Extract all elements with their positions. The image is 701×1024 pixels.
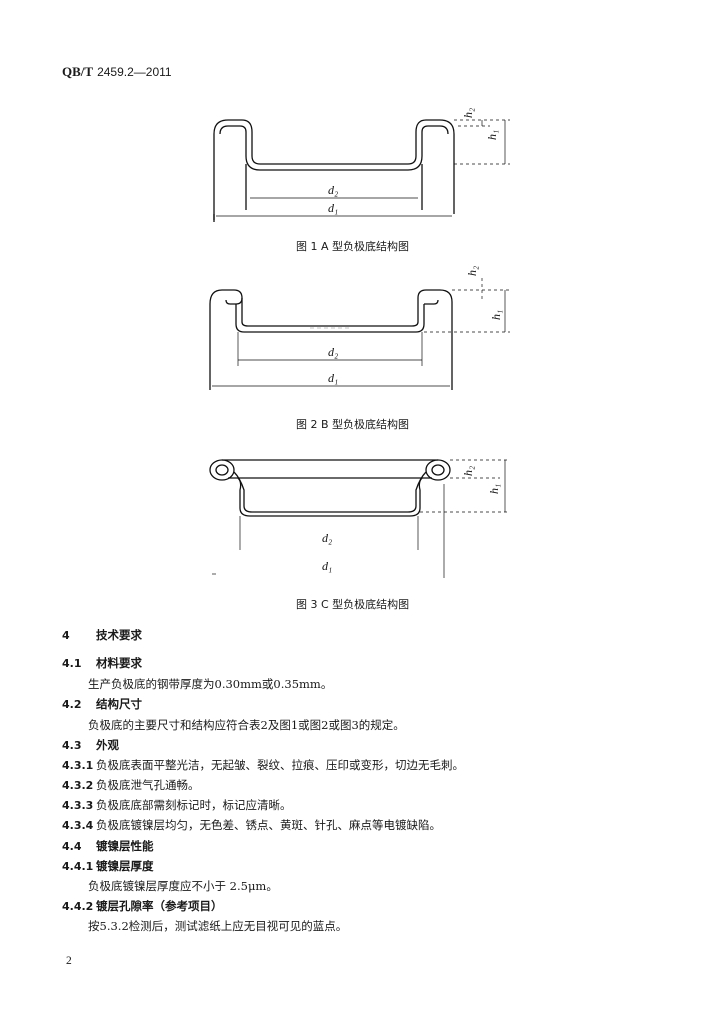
fig2-label-d1: d₁ <box>328 371 338 385</box>
item-text: 负极底表面平整光洁，无起皱、裂纹、拉痕、压印或变形，切边无毛刺。 <box>96 758 464 772</box>
section-number: 4.1 <box>62 657 82 670</box>
figure-2-drawing: d₂ d₁ h₂ h₁ <box>209 266 510 390</box>
fig3-label-h1: h₁ <box>487 484 501 494</box>
figure-1-drawing: d₂ d₁ h₂ h₁ <box>213 108 510 222</box>
item-number: 4.3.4 <box>62 819 94 832</box>
fig2-label-d2: d₂ <box>328 345 338 359</box>
figure-2-caption: 图 2 B 型负极底结构图 <box>296 418 410 431</box>
section-number: 4.4.1 <box>62 860 94 873</box>
figure-1-caption: 图 1 A 型负极底结构图 <box>296 240 410 253</box>
section-number: 4.4 <box>62 840 82 853</box>
section-4-heading: 4 技术要求 <box>62 627 142 643</box>
para-plating-thickness: 负极底镀镍层厚度应不小于 2.5μm。 <box>88 879 278 893</box>
section-number: 4.3 <box>62 739 82 752</box>
standard-prefix: QB/T <box>62 64 94 79</box>
standard-header: QB/T 2459.2—2011 <box>62 64 172 80</box>
section-title: 镀镍层厚度 <box>96 859 154 873</box>
fig3-label-h2: h₂ <box>461 466 475 476</box>
section-4-3-heading: 4.3 外观 <box>62 737 119 753</box>
fig1-label-d2: d₂ <box>328 183 338 197</box>
section-number: 4 <box>62 629 70 642</box>
section-4-2-heading: 4.2 结构尺寸 <box>62 696 142 712</box>
para-dimensions: 负极底的主要尺寸和结构应符合表2及图1或图2或图3的规定。 <box>88 718 405 732</box>
section-title: 镀镍层性能 <box>96 839 154 853</box>
standard-number: 2459.2—2011 <box>97 65 172 79</box>
section-title: 技术要求 <box>96 628 142 642</box>
fig1-label-h1: h₁ <box>485 130 499 140</box>
para-porosity-test: 按5.3.2检测后，测试滤纸上应无目视可见的蓝点。 <box>88 919 348 933</box>
section-title: 材料要求 <box>96 656 142 670</box>
page-number: 2 <box>66 955 72 967</box>
figure-3-drawing: d₂ d₁ h₂ h₁ <box>209 459 510 578</box>
item-text: 负极底镀镍层均匀，无色差、锈点、黄斑、针孔、麻点等电镀缺陷。 <box>96 818 441 832</box>
fig3-label-d2: d₂ <box>322 531 332 545</box>
item-text: 负极底底部需刻标记时，标记应清晰。 <box>96 798 292 812</box>
section-title: 结构尺寸 <box>96 697 142 711</box>
fig3-label-d1: d₁ <box>322 559 332 573</box>
fig1-label-h2: h₂ <box>461 108 475 118</box>
item-number: 4.3.1 <box>62 759 94 772</box>
section-title: 镀层孔隙率（参考项目） <box>96 899 223 913</box>
fig1-label-d1: d₁ <box>328 201 338 215</box>
fig2-label-h1: h₁ <box>489 310 503 320</box>
section-4-1-heading: 4.1 材料要求 <box>62 655 142 671</box>
section-title: 外观 <box>96 738 119 752</box>
item-text: 负极底泄气孔通畅。 <box>96 778 200 792</box>
section-number: 4.2 <box>62 698 82 711</box>
item-number: 4.3.2 <box>62 779 94 792</box>
section-number: 4.4.2 <box>62 900 94 913</box>
section-4-4-heading: 4.4 镀镍层性能 <box>62 838 154 854</box>
figure-3-caption: 图 3 C 型负极底结构图 <box>296 598 410 611</box>
item-number: 4.3.3 <box>62 799 94 812</box>
fig2-label-h2: h₂ <box>465 266 479 276</box>
para-steel-thickness: 生产负极底的钢带厚度为0.30mm或0.35mm。 <box>88 677 333 691</box>
